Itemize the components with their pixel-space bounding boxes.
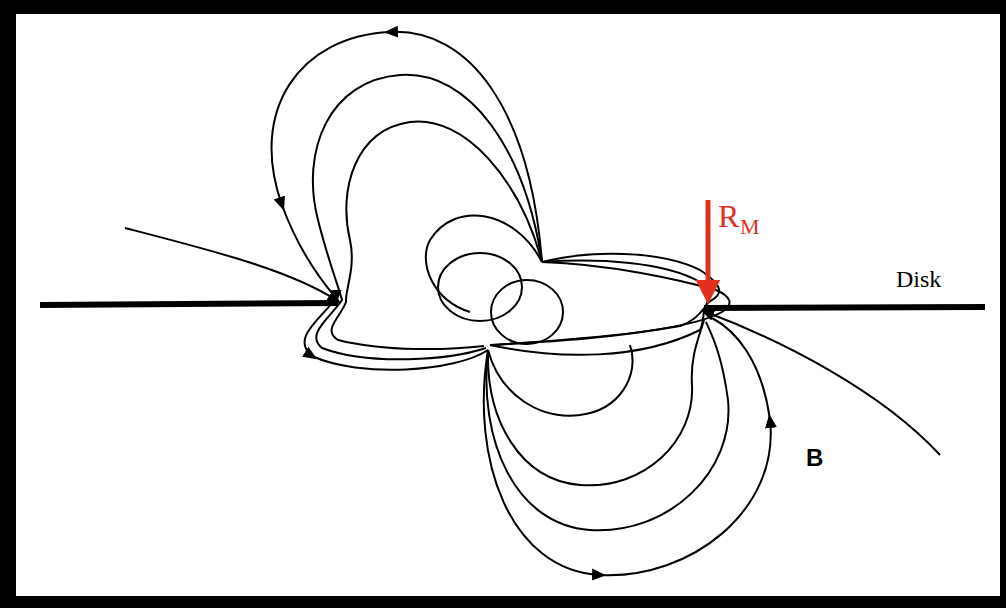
radius-subscript: M [740, 214, 760, 240]
disk-label: Disk [896, 266, 941, 293]
background [16, 14, 1000, 596]
field-lines [125, 32, 940, 575]
radius-symbol: R [718, 198, 739, 235]
disk [704, 307, 985, 308]
magnetospheric-radius-arrow [706, 200, 711, 292]
field-label: B [806, 444, 823, 472]
disk [40, 303, 338, 305]
